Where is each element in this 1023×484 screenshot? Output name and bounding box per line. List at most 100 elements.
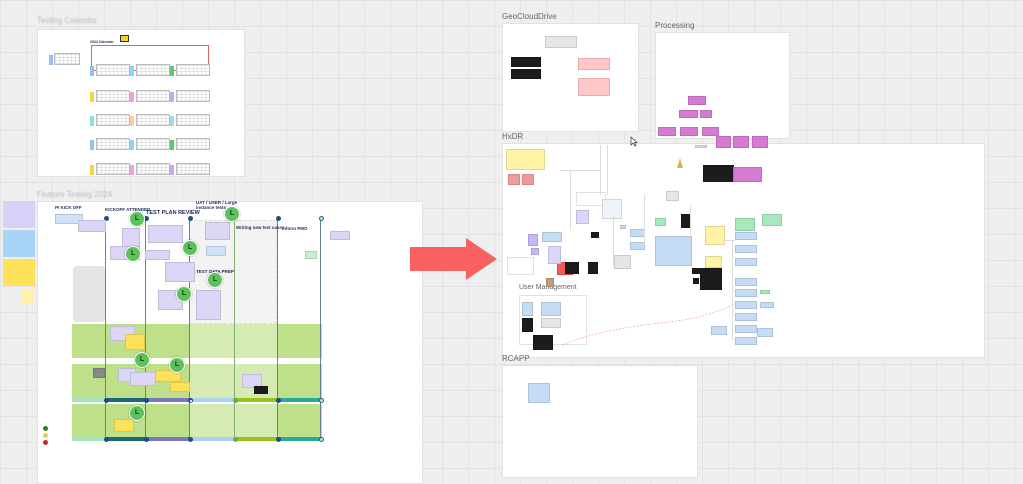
calendar-month[interactable] bbox=[136, 114, 170, 126]
board-card[interactable] bbox=[733, 167, 762, 182]
board-card[interactable] bbox=[666, 191, 679, 201]
red-arrow[interactable] bbox=[408, 236, 500, 282]
sticky-note[interactable] bbox=[22, 290, 34, 304]
board-card[interactable] bbox=[576, 210, 589, 224]
board-card[interactable] bbox=[114, 419, 134, 432]
calendar-month[interactable] bbox=[96, 64, 130, 76]
board-card[interactable] bbox=[242, 374, 262, 388]
board-card[interactable] bbox=[578, 78, 610, 96]
board-card[interactable] bbox=[760, 302, 774, 308]
board-card[interactable] bbox=[735, 278, 757, 286]
board-card[interactable] bbox=[735, 313, 757, 321]
sticky-note[interactable] bbox=[3, 259, 35, 286]
board-card[interactable] bbox=[122, 228, 140, 248]
board-card[interactable] bbox=[735, 258, 757, 266]
frame-testing-calendar[interactable]: 2024 Calendar bbox=[37, 29, 245, 177]
board-card[interactable] bbox=[716, 136, 731, 148]
board-card[interactable] bbox=[511, 69, 541, 79]
board-card[interactable] bbox=[630, 229, 645, 237]
board-card[interactable] bbox=[695, 145, 707, 148]
board-card[interactable] bbox=[692, 268, 700, 274]
frame-rcapp[interactable] bbox=[502, 365, 698, 478]
board-card[interactable] bbox=[762, 214, 782, 226]
board-card[interactable] bbox=[703, 165, 734, 182]
board-card[interactable] bbox=[733, 136, 749, 148]
board-card[interactable] bbox=[511, 57, 541, 67]
board-card[interactable] bbox=[522, 302, 533, 316]
avatar-badge[interactable]: L bbox=[134, 352, 150, 368]
board-card[interactable] bbox=[528, 234, 538, 246]
sticky-note[interactable] bbox=[3, 201, 35, 228]
board-card[interactable] bbox=[735, 232, 757, 240]
calendar-month[interactable] bbox=[176, 114, 210, 126]
board-card[interactable] bbox=[170, 382, 190, 392]
board-card[interactable] bbox=[330, 231, 350, 240]
board-card[interactable] bbox=[305, 251, 317, 259]
board-card[interactable] bbox=[93, 368, 105, 378]
avatar-badge[interactable]: L bbox=[224, 206, 240, 222]
calendar-month[interactable] bbox=[96, 90, 130, 102]
board-card[interactable] bbox=[508, 174, 520, 185]
board-card[interactable] bbox=[206, 246, 226, 256]
board-card[interactable] bbox=[507, 257, 534, 275]
board-card[interactable] bbox=[680, 127, 698, 136]
board-card[interactable] bbox=[655, 236, 692, 266]
board-card[interactable] bbox=[55, 214, 83, 224]
board-card[interactable] bbox=[78, 220, 106, 232]
board-card[interactable] bbox=[125, 334, 145, 350]
board-card[interactable] bbox=[735, 301, 757, 309]
sticky-note[interactable] bbox=[3, 230, 35, 257]
calendar-month[interactable] bbox=[176, 90, 210, 102]
board-card[interactable] bbox=[205, 222, 230, 240]
calendar-month[interactable] bbox=[96, 138, 130, 150]
board-card[interactable] bbox=[531, 248, 539, 255]
board-card[interactable] bbox=[760, 290, 770, 294]
calendar-month[interactable] bbox=[176, 163, 210, 175]
board-card[interactable] bbox=[702, 127, 719, 136]
board-card[interactable] bbox=[541, 318, 561, 328]
calendar-month[interactable] bbox=[136, 64, 170, 76]
board-card[interactable] bbox=[588, 262, 598, 274]
board-card[interactable] bbox=[522, 318, 533, 332]
board-card[interactable] bbox=[614, 255, 631, 269]
board-card[interactable] bbox=[752, 136, 768, 148]
board-card[interactable] bbox=[145, 250, 170, 260]
board-card[interactable] bbox=[705, 256, 722, 268]
board-card[interactable] bbox=[735, 337, 757, 345]
board-card[interactable] bbox=[165, 262, 195, 282]
board-card[interactable] bbox=[735, 218, 755, 231]
board-card[interactable] bbox=[655, 218, 666, 226]
board-card[interactable] bbox=[757, 328, 773, 337]
board-card[interactable] bbox=[735, 245, 757, 253]
calendar-month[interactable] bbox=[54, 53, 80, 65]
avatar-badge[interactable]: L bbox=[129, 405, 145, 421]
board-card[interactable] bbox=[705, 226, 725, 245]
board-card[interactable] bbox=[658, 127, 676, 136]
board-card[interactable] bbox=[533, 335, 553, 350]
board-card[interactable] bbox=[148, 225, 183, 243]
board-card[interactable] bbox=[541, 302, 561, 316]
avatar-badge[interactable]: L bbox=[182, 240, 198, 256]
board-card[interactable] bbox=[565, 262, 579, 274]
board-card[interactable] bbox=[735, 289, 757, 297]
board-card[interactable] bbox=[620, 225, 626, 229]
board-card[interactable] bbox=[196, 290, 221, 320]
board-card[interactable] bbox=[591, 232, 599, 238]
board-card[interactable] bbox=[693, 278, 699, 284]
board-card[interactable] bbox=[700, 268, 722, 290]
board-card[interactable] bbox=[545, 36, 577, 48]
board-card[interactable] bbox=[679, 110, 698, 118]
board-card[interactable] bbox=[548, 246, 561, 264]
user-management-group[interactable] bbox=[519, 295, 587, 345]
calendar-month[interactable] bbox=[136, 163, 170, 175]
board-card[interactable] bbox=[506, 149, 545, 170]
avatar-badge[interactable]: L bbox=[129, 211, 145, 227]
board-card[interactable] bbox=[130, 372, 156, 386]
grey-group[interactable] bbox=[73, 266, 105, 322]
board-card[interactable] bbox=[522, 174, 534, 185]
frame-processing[interactable] bbox=[655, 32, 790, 139]
board-card[interactable] bbox=[190, 400, 192, 402]
board-card[interactable] bbox=[155, 370, 181, 382]
calendar-month[interactable] bbox=[96, 163, 130, 175]
board-card[interactable] bbox=[528, 383, 550, 403]
